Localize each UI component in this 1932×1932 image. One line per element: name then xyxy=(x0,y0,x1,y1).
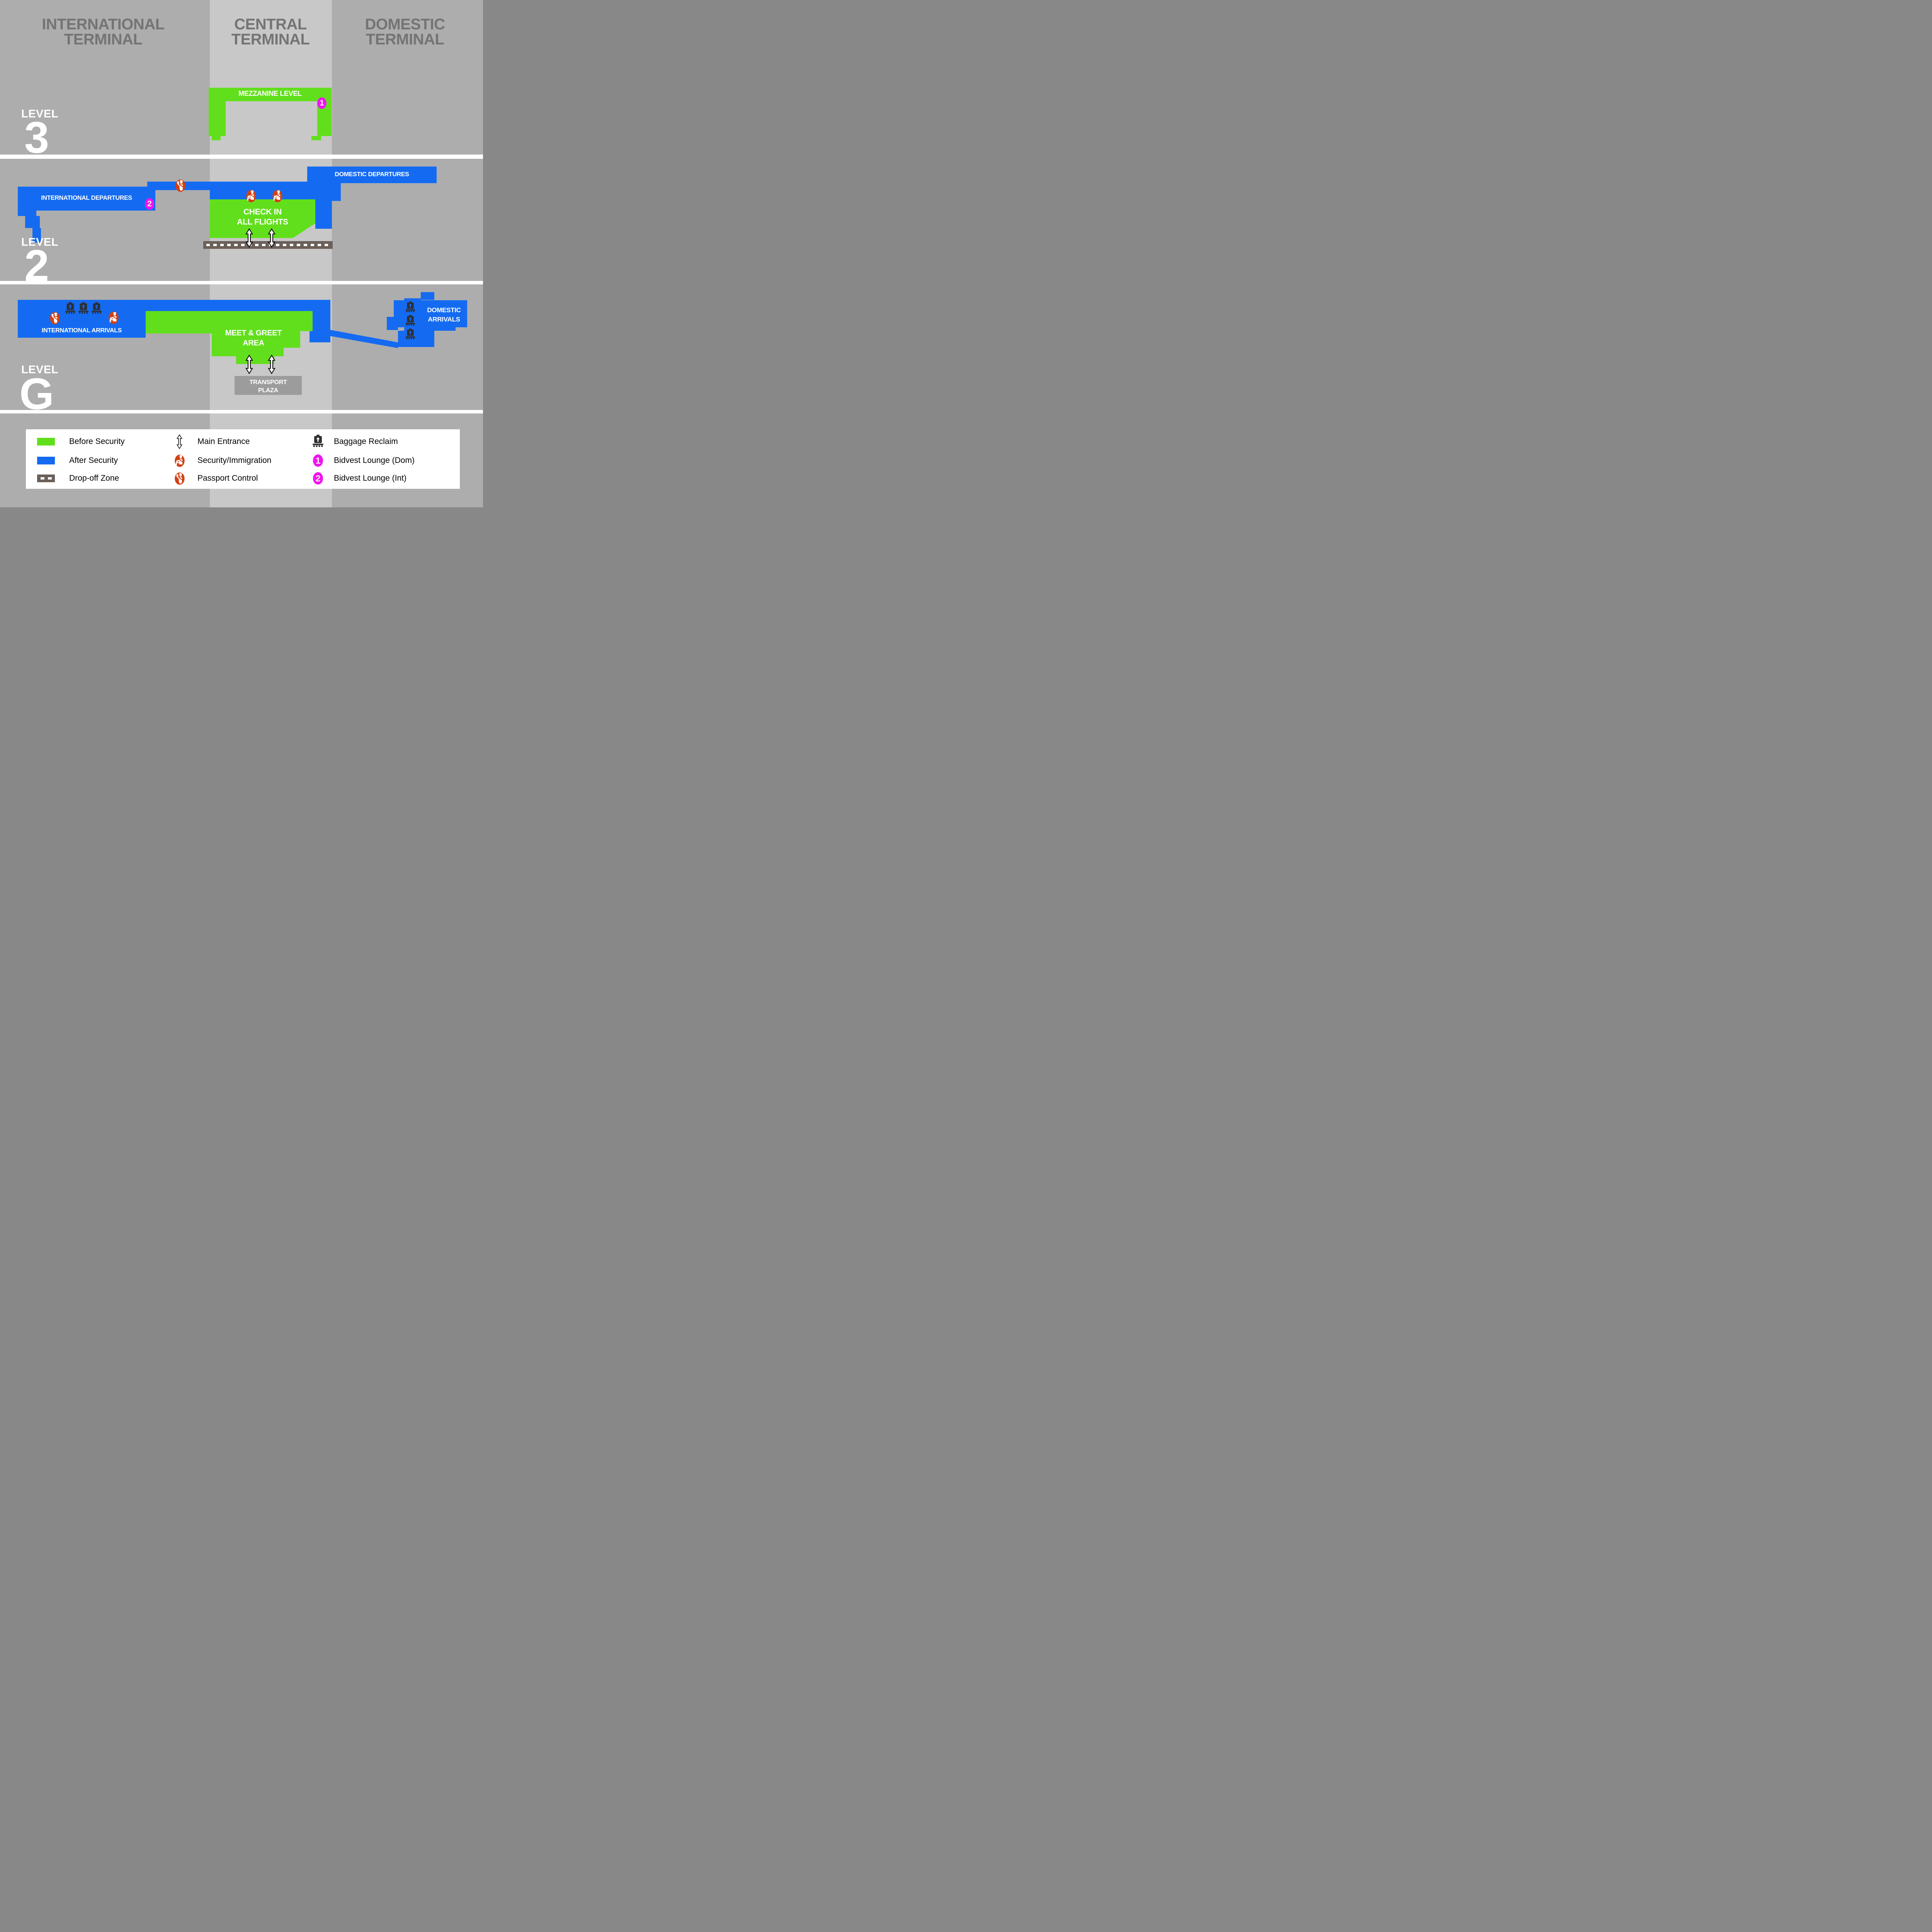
domestic-arrivals-label: DOMESTIC ARRIVALS xyxy=(411,306,477,324)
domestic-arrivals-zone xyxy=(394,300,467,327)
level-2-number: 2 xyxy=(24,241,49,291)
baggage-reclaim-icon xyxy=(405,328,416,339)
baggage-reclaim-icon xyxy=(90,302,103,314)
baggage-reclaim-icon xyxy=(405,301,416,312)
legend-label: Security/Immigration xyxy=(197,456,272,465)
transport-plaza-label: TRANSPORT PLAZA xyxy=(235,378,302,395)
mezzanine-zone-left-foot xyxy=(212,136,221,140)
main-entrance-icon xyxy=(245,228,253,248)
heading-line: TERMINAL xyxy=(366,31,444,48)
domestic-arrivals-lower-column xyxy=(398,331,434,347)
legend-label: Before Security xyxy=(69,437,125,446)
level-separator-line-2 xyxy=(0,281,483,284)
security-immigration-icon xyxy=(272,190,282,202)
mezzanine-zone-top xyxy=(209,88,332,101)
badge-digit: 1 xyxy=(320,99,324,107)
check-in-label: CHECK IN ALL FLIGHTS xyxy=(210,207,315,227)
heading-line: TERMINAL xyxy=(231,31,310,48)
meet-greet-line-2: AREA xyxy=(243,339,264,347)
domestic-arrivals-bottom-band xyxy=(404,327,456,331)
international-departures-step-1 xyxy=(18,211,36,216)
central-terminal-band xyxy=(210,0,332,507)
international-departures-zone xyxy=(18,187,155,211)
passport-control-icon xyxy=(175,179,185,192)
international-arrivals-label: INTERNATIONAL ARRIVALS xyxy=(41,327,122,334)
drop-off-zone-bar xyxy=(203,241,333,249)
passport-control-icon xyxy=(175,472,185,485)
mezzanine-zone-right-foot xyxy=(311,136,321,140)
meet-and-greet-label: MEET & GREET AREA xyxy=(170,328,337,348)
legend-label: After Security xyxy=(69,456,118,465)
badge-digit: 2 xyxy=(315,473,321,483)
meet-greet-line-1: MEET & GREET xyxy=(225,329,282,337)
legend-label: Drop-off Zone xyxy=(69,474,119,483)
heading-line: DOMESTIC xyxy=(365,16,445,33)
bidvest-lounge-dom-badge: 1 xyxy=(317,97,327,109)
heading-line: TERMINAL xyxy=(64,31,143,48)
main-entrance-icon xyxy=(176,434,183,449)
domestic-arrivals-top-tab xyxy=(421,292,434,300)
international-departures-step-2 xyxy=(25,216,40,228)
main-entrance-icon xyxy=(245,355,253,374)
before-security-swatch xyxy=(37,438,55,446)
domestic-terminal-heading: DOMESTIC TERMINAL xyxy=(332,17,478,47)
level-2-word: LEVEL xyxy=(21,236,58,248)
level-g-number: G xyxy=(19,369,54,419)
bidvest-lounge-int-badge: 2 xyxy=(313,472,323,485)
legend-label: Baggage Reclaim xyxy=(334,437,398,446)
level-g-word: LEVEL xyxy=(21,364,58,376)
arrivals-connector-strip xyxy=(146,300,330,311)
baggage-reclaim-icon xyxy=(77,302,90,314)
level-separator-line-3 xyxy=(0,410,483,413)
legend-label: Bidvest Lounge (Int) xyxy=(334,474,406,483)
baggage-reclaim-icon xyxy=(311,435,325,447)
security-immigration-icon xyxy=(109,311,119,324)
passport-control-icon xyxy=(50,312,60,325)
legend-label: Passport Control xyxy=(197,474,258,483)
main-entrance-icon xyxy=(268,228,276,248)
domestic-departures-label: DOMESTIC DEPARTURES xyxy=(335,171,409,178)
badge-digit: 1 xyxy=(315,455,321,466)
main-entrance-icon xyxy=(268,355,276,374)
domestic-arrivals-line-2: ARRIVALS xyxy=(428,316,460,323)
international-departures-label: INTERNATIONAL DEPARTURES xyxy=(41,195,132,201)
bidvest-lounge-dom-badge: 1 xyxy=(313,454,323,467)
domestic-arrivals-step xyxy=(404,298,421,301)
international-departures-step-3 xyxy=(32,228,41,243)
security-immigration-icon xyxy=(246,190,256,202)
level-separator-line-1 xyxy=(0,155,483,159)
heading-line: INTERNATIONAL xyxy=(42,16,165,33)
check-in-line-1: CHECK IN xyxy=(243,207,282,216)
mezzanine-label: MEZZANINE LEVEL xyxy=(238,90,302,97)
legend-label: Bidvest Lounge (Dom) xyxy=(334,456,415,465)
level-3-word: LEVEL xyxy=(21,108,58,120)
domestic-departures-connector-b xyxy=(315,199,332,229)
legend-panel xyxy=(26,429,460,489)
international-terminal-heading: INTERNATIONAL TERMINAL xyxy=(30,17,177,47)
mezzanine-zone-left-leg xyxy=(209,101,226,136)
check-in-zone xyxy=(210,199,315,238)
domestic-departures-zone xyxy=(307,167,437,183)
arrivals-central-block xyxy=(310,306,330,342)
bidvest-lounge-int-badge: 2 xyxy=(145,198,154,210)
drop-off-swatch xyxy=(37,474,55,482)
baggage-reclaim-icon xyxy=(405,315,416,326)
transport-plaza-line-2: PLAZA xyxy=(258,387,278,394)
check-in-line-2: ALL FLIGHTS xyxy=(237,218,288,226)
domestic-departures-connector-a xyxy=(307,183,341,201)
security-immigration-icon xyxy=(175,454,185,467)
baggage-reclaim-icon xyxy=(64,302,77,314)
central-terminal-heading: CENTRAL TERMINAL xyxy=(197,17,344,47)
airport-terminal-map: INTERNATIONAL TERMINAL CENTRAL TERMINAL … xyxy=(0,0,483,507)
domestic-arrivals-line-1: DOMESTIC xyxy=(427,306,461,314)
domestic-arrivals-left-notch xyxy=(387,317,398,330)
level-3-number: 3 xyxy=(24,113,49,162)
domestic-arrivals-corridor xyxy=(329,330,398,348)
transport-plaza-line-1: TRANSPORT xyxy=(249,379,287,386)
legend-label: Main Entrance xyxy=(197,437,250,446)
badge-digit: 2 xyxy=(147,199,152,208)
heading-line: CENTRAL xyxy=(234,16,307,33)
transport-plaza-zone xyxy=(235,376,302,395)
after-security-swatch xyxy=(37,457,55,464)
